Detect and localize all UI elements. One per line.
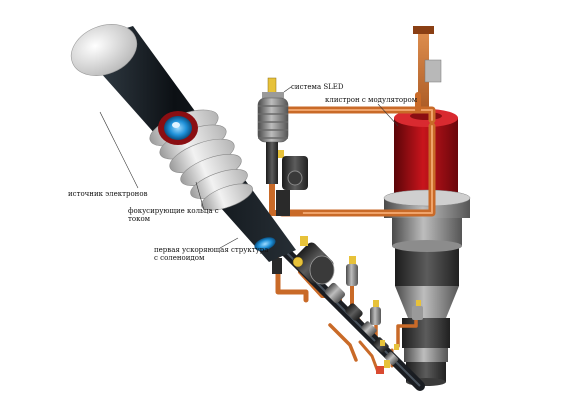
leader-source	[99, 111, 139, 189]
klystron-collector	[402, 318, 450, 348]
gun-blue-window	[164, 116, 192, 140]
label-electron-source: источник электронов	[68, 190, 148, 198]
leader-accel	[219, 237, 239, 249]
waveguide-feed-1	[275, 257, 309, 303]
klystron-waveguide-vertical	[418, 28, 429, 138]
klystron-cone	[395, 286, 459, 318]
leader-lines	[99, 86, 399, 249]
secondary-sleds	[346, 256, 423, 374]
accelerating-sections	[292, 242, 399, 365]
beamline-chain	[272, 236, 425, 391]
leader-klystron	[377, 103, 399, 127]
klystron-collector-ring	[404, 348, 448, 362]
leader-sled	[283, 86, 292, 93]
leader-focusing	[195, 181, 205, 211]
waveguide-clamp	[424, 59, 442, 83]
solenoid-blue-ring	[254, 237, 276, 251]
electron-source-assembly	[70, 24, 296, 262]
sled-cavity	[257, 97, 289, 143]
label-klystron: клистрон с модулятором	[325, 96, 418, 104]
source-end-cap	[70, 24, 138, 76]
label-focusing-rings: фокусирующие кольца с током	[128, 207, 219, 223]
waveguide-flange	[413, 26, 434, 34]
sled-stem	[266, 142, 278, 184]
label-sled-system: система SLED	[291, 83, 344, 91]
label-first-accelerating-structure: первая ускоряющая структура с соленоидом	[154, 246, 269, 262]
klystron-red-body	[394, 118, 458, 200]
sled-system	[257, 77, 308, 216]
klystron-lower-section	[395, 246, 459, 286]
